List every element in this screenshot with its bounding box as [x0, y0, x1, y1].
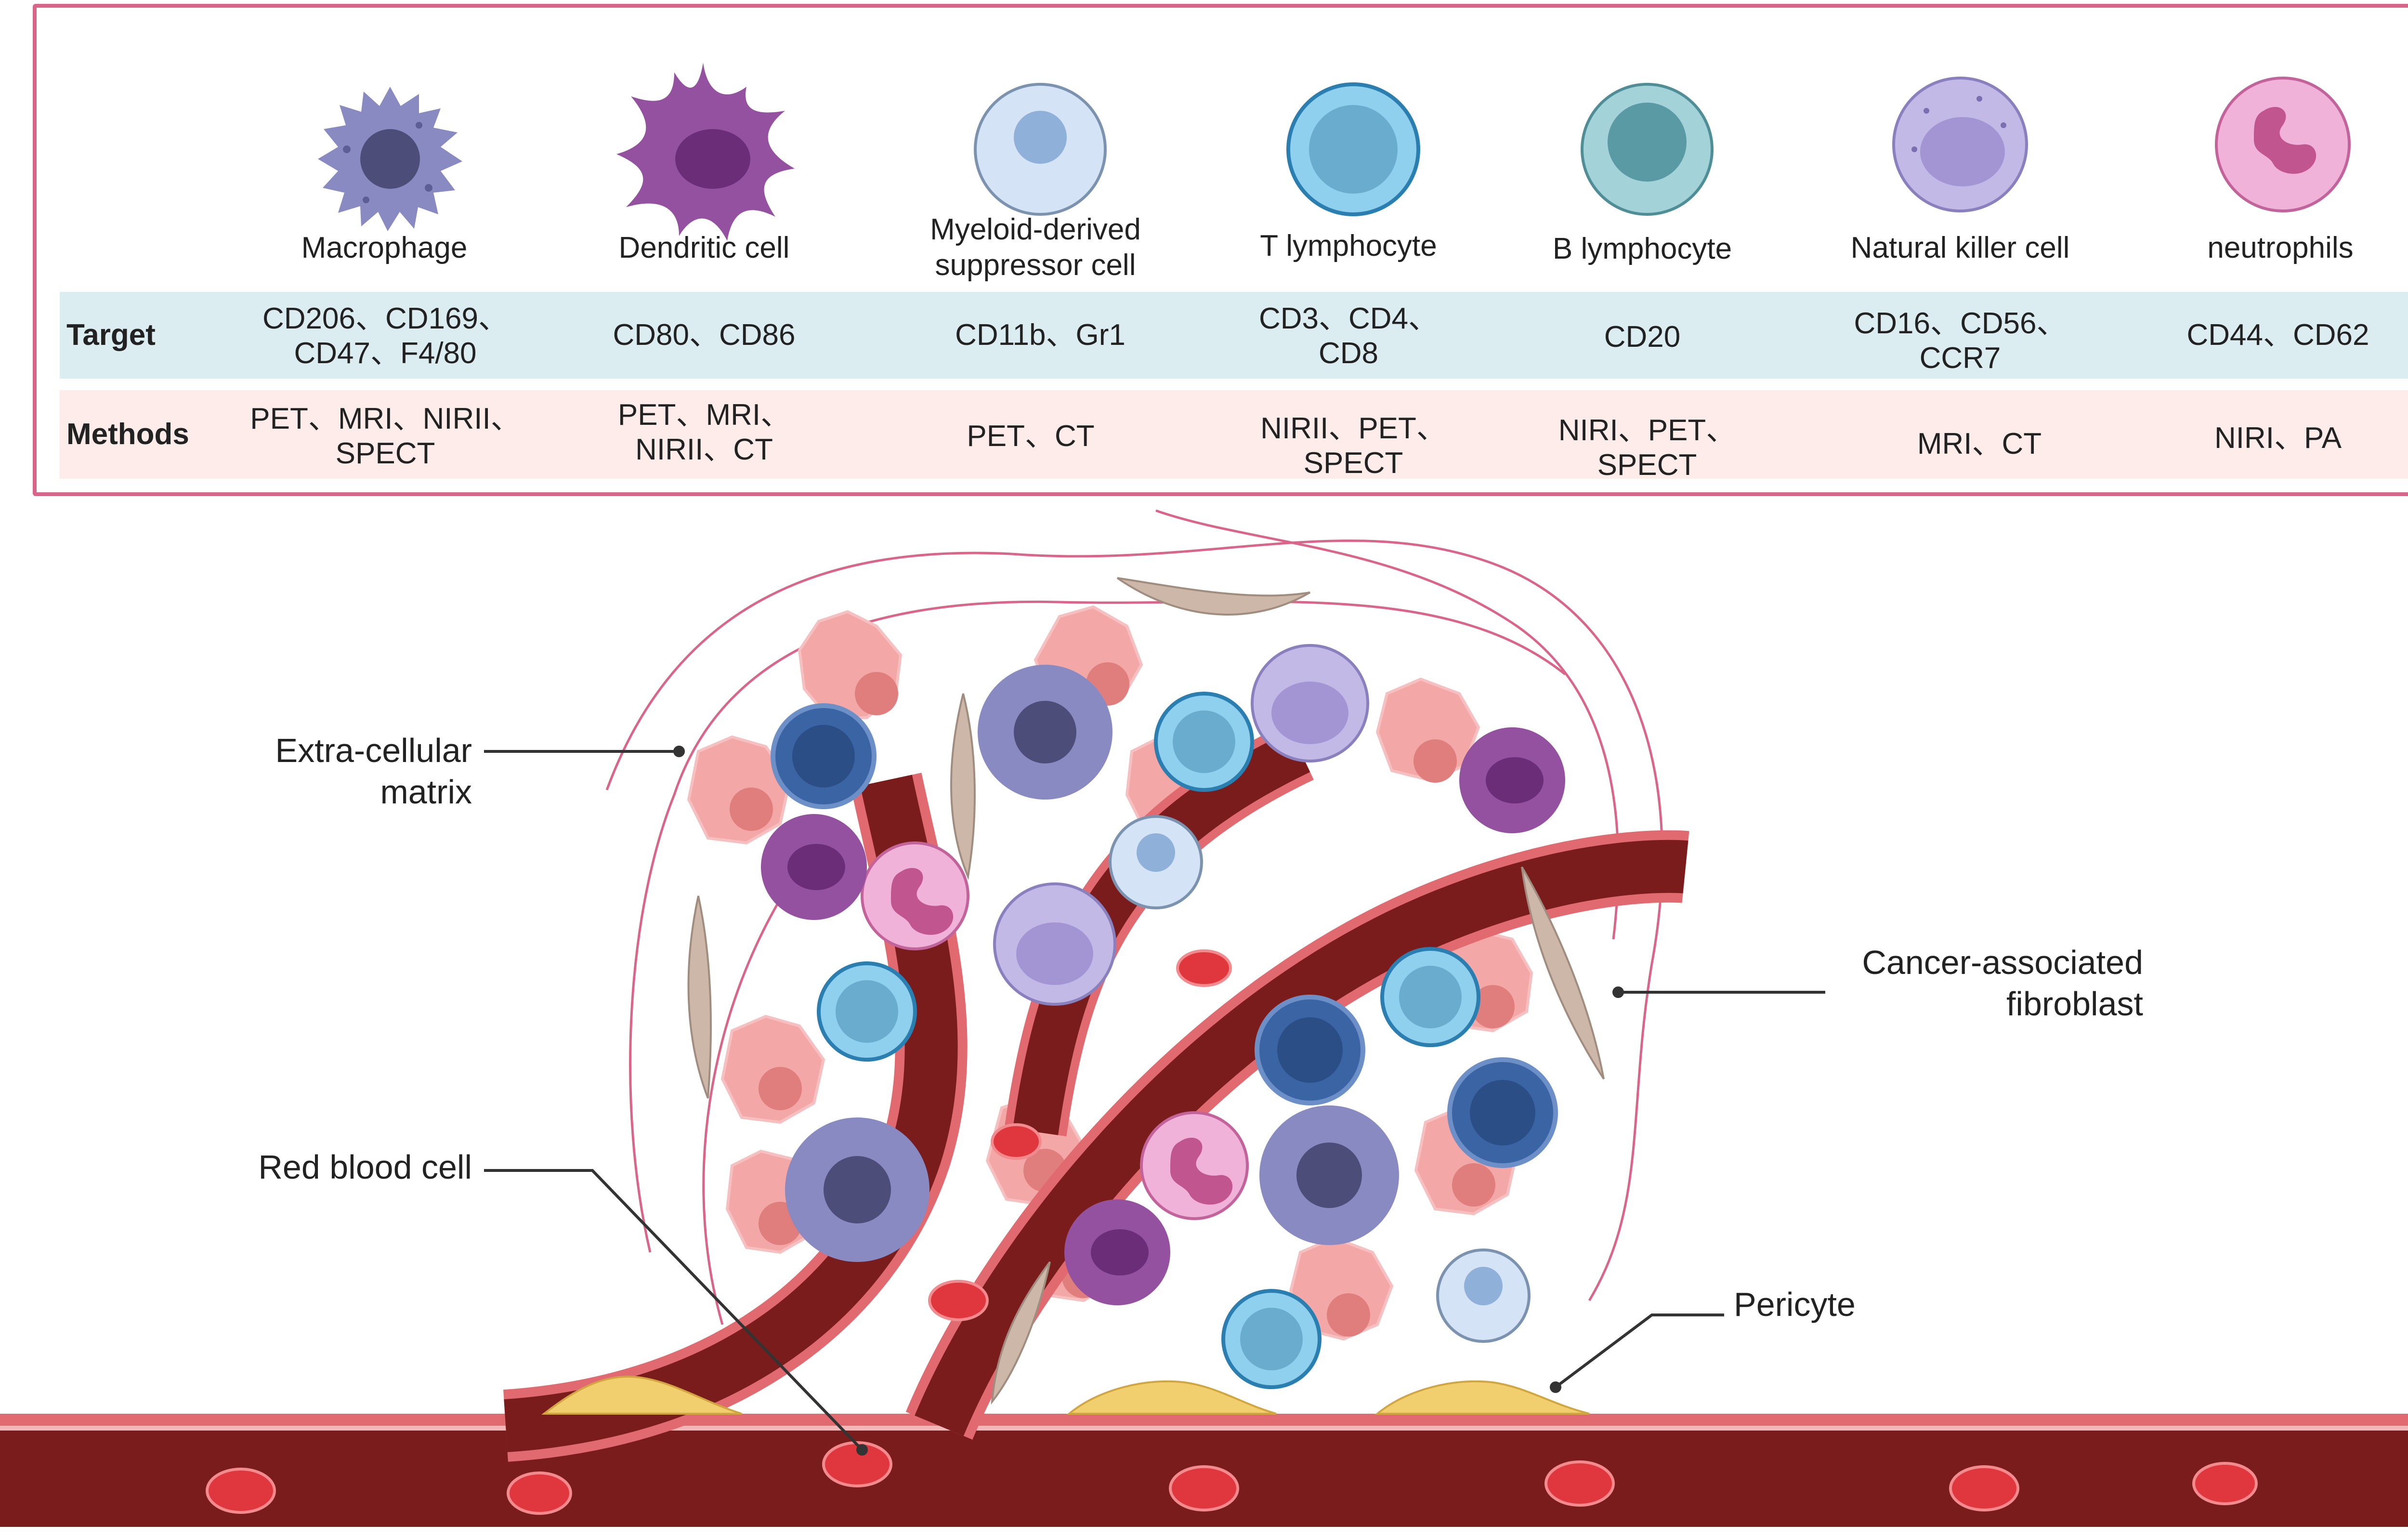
cell-name-nk-cell: Natural killer cell — [1850, 231, 2070, 264]
cell-name-mdsc-line1: Myeloid-derived — [930, 213, 1141, 246]
tumor-dendritic-cells — [761, 727, 1565, 1305]
methods-row: Methods — [60, 390, 2408, 479]
methods-neutrophils: NIRI、PA — [2214, 421, 2342, 455]
cancer-associated-fibroblasts — [687, 577, 1605, 1405]
cell-name-mdsc: Myeloid-derived suppressor cell — [867, 212, 1204, 283]
target-row-label: Target — [66, 318, 156, 352]
tumor-macrophages — [785, 665, 1399, 1262]
methods-macrophage: PET、MRI、NIRII、SPECT — [250, 402, 521, 470]
cell-name-b-lymphocyte: B lymphocyte — [1552, 232, 1732, 265]
methods-t-lymphocyte: NIRII、PET、SPECT — [1260, 412, 1446, 480]
target-neutrophils: CD44、CD62 — [2186, 318, 2369, 352]
dendritic-cell-icon — [616, 63, 795, 241]
b-lymphocyte-icon — [1581, 83, 1714, 216]
pericytes — [541, 1376, 1590, 1415]
cell-name-t-lymphocyte: T lymphocyte — [1260, 229, 1437, 263]
macrophage-icon — [318, 87, 462, 231]
target-nk-cell: CD16、CD56、CCR7 — [1854, 307, 2067, 375]
methods-dendritic: PET、MRI、NIRII、CT — [617, 398, 791, 466]
tumor-immune-cells — [771, 644, 1558, 1389]
mdsc-icon — [974, 83, 1107, 216]
target-b-lymphocyte: CD20 — [1604, 320, 1681, 354]
callout-pericyte: Pericyte — [1734, 1286, 1856, 1323]
marker-table-panel — [33, 4, 2408, 496]
cell-name-macrophage: Macrophage — [301, 231, 468, 264]
red-blood-cells — [206, 949, 2258, 1515]
target-row: Target — [60, 292, 2408, 379]
target-t-lymphocyte: CD3、CD4、CD8 — [1258, 302, 1439, 370]
target-mdsc: CD11b、Gr1 — [955, 318, 1125, 352]
methods-row-label: Methods — [66, 418, 189, 451]
cell-name-neutrophils: neutrophils — [2207, 231, 2354, 264]
methods-nk-cell: MRI、CT — [1917, 427, 2042, 460]
methods-b-lymphocyte: NIRI、PET、SPECT — [1558, 414, 1736, 482]
target-macrophage: CD206、CD169、CD47、F4/80 — [262, 302, 508, 370]
t-lymphocyte-icon — [1286, 82, 1420, 216]
cell-name-mdsc-line2: suppressor cell — [935, 249, 1136, 282]
callout-dots — [673, 746, 1624, 1456]
callout-leader-lines — [484, 750, 1825, 1451]
neutrophil-icon — [2215, 77, 2351, 212]
target-dendritic: CD80、CD86 — [613, 318, 796, 352]
callout-red-blood-cell: Red blood cell — [258, 1148, 472, 1186]
natural-killer-cell-icon — [1892, 77, 2028, 212]
cell-name-dendritic: Dendritic cell — [618, 231, 790, 264]
methods-mdsc: PET、CT — [967, 420, 1095, 453]
